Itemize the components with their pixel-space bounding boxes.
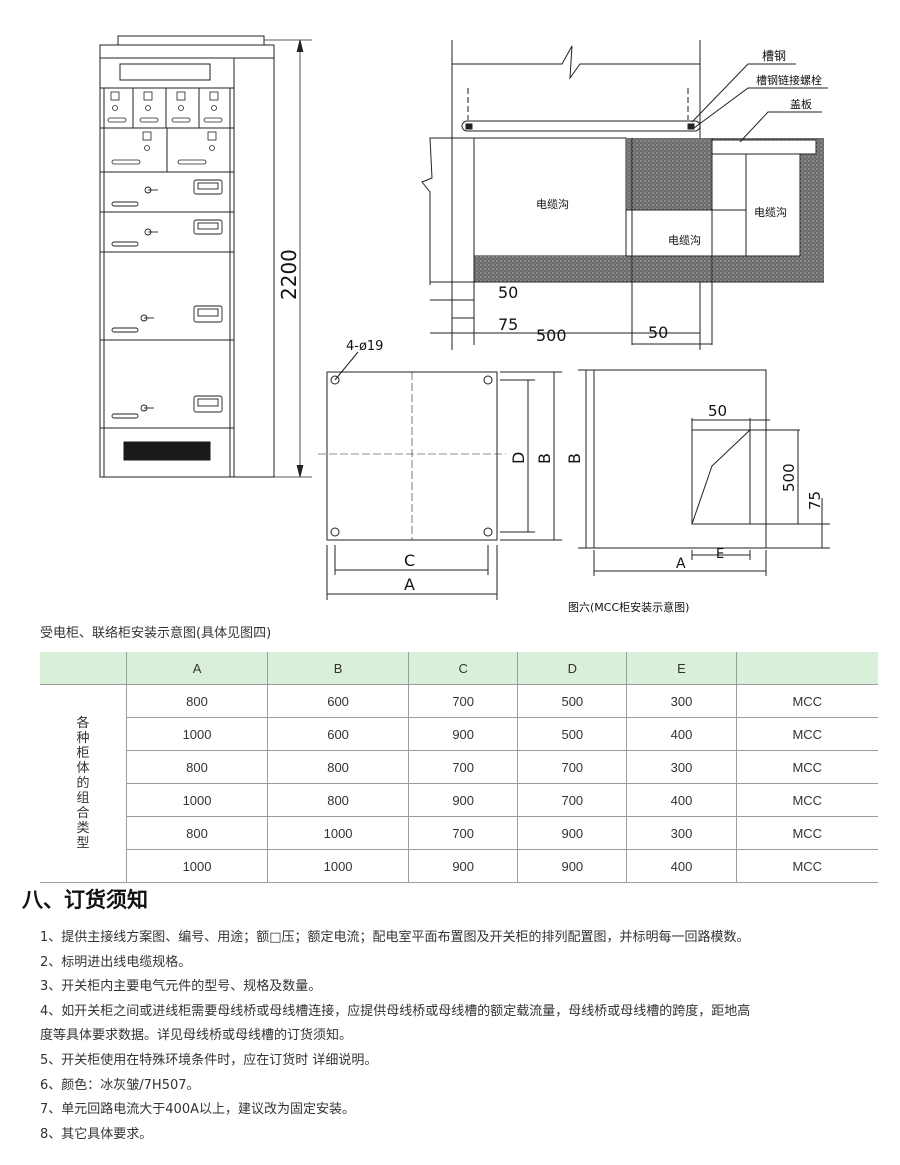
table-cell: 800 [267,750,409,784]
table-cell: 700 [408,684,518,718]
table-row: 1000 800 900 700 400 MCC [40,783,878,817]
dim-50-b: 50 [648,323,668,342]
figure-caption: 图六(MCC柜安装示意图) [568,600,689,614]
table-cell: 1000 [125,717,268,751]
list-item: 2、标明进出线电缆规格。 [40,954,192,970]
cable-trench-label-1: 电缆沟 [536,198,569,211]
list-item: 6、颜色：冰灰皱/7H507。 [40,1077,200,1093]
meter-icon [107,91,223,165]
table-cell: 700 [517,750,627,784]
list-item: 3、开关柜内主要电气元件的型号、规格及数量。 [40,979,322,995]
dim-500-a: 500 [536,326,567,345]
table-cell: 900 [517,816,627,850]
table-header-cell: D [517,652,627,685]
dim-75-b: 75 [806,491,824,510]
table-cell: MCC [735,816,878,850]
table-cell: 400 [626,849,737,883]
table-header-cell [40,652,127,685]
table-row: 1000 600 900 500 400 MCC [40,717,878,751]
table-cell: MCC [735,783,878,817]
figure-caption-main: 受电柜、联络柜安装示意图(具体见图四) [40,626,272,641]
cabinet-combination-table: A B C D E 各种柜体的组合类型 800 600 700 500 300 … [40,652,878,883]
table-cell: 900 [408,783,518,817]
list-item: 5、开关柜使用在特殊环境条件时，应在订货时 详细说明。 [40,1052,378,1068]
table-cell: 800 [125,684,268,718]
table-cell: MCC [735,849,878,883]
table-cell: 900 [517,849,627,883]
table-header-cell: E [626,652,737,685]
dim-E-label: E [716,547,724,562]
table-cell: 300 [626,750,737,784]
dim-A-label-2: A [676,556,686,572]
list-item: 4、如开关柜之间或进线柜需要母线桥或母线槽连接，应提供母线桥或母线槽的额定载流量… [40,1003,751,1019]
list-item: 8、其它具体要求。 [40,1126,153,1142]
height-dimension [264,39,312,478]
list-item: 7、单元回路电流大于400A以上，建议改为固定安装。 [40,1102,355,1118]
dim-B-label: B [535,453,554,464]
table-cell: 900 [408,717,518,751]
list-item: 度等具体要求数据。详见母线桥或母线槽的订货须知。 [40,1028,353,1044]
mcc-install-view [578,369,830,576]
table-header-cell [735,652,878,685]
list-item: 1、提供主接线方案图、编号、用途；额□压；额定电流；配电室平面布置图及开关柜的排… [40,930,750,945]
dim-B-label-2: B [565,453,584,464]
cabinet-front-view [99,35,275,478]
table-cell: 700 [408,816,518,850]
table-header-cell: A [125,652,268,685]
dim-500-b: 500 [780,463,798,492]
table-cell: 1000 [267,849,409,883]
table-header-cell: B [267,652,409,685]
dim-75-a: 75 [498,315,518,334]
drawer-controls-icon [111,179,223,419]
table-row: 各种柜体的组合类型 800 600 700 500 300 MCC [40,684,878,883]
dim-50-c: 50 [708,402,727,420]
section-title: 八、订货须知 [22,888,148,912]
table-cell: 600 [267,684,409,718]
table-cell: MCC [735,684,878,718]
table-header-cell: C [408,652,518,685]
table-cell: MCC [735,717,878,751]
table-cell: 700 [517,783,627,817]
table-cell: 500 [517,684,627,718]
table-cell: 600 [267,717,409,751]
table-row: 800 1000 700 900 300 MCC [40,816,878,850]
cable-trench-section [421,40,828,350]
table-cell: 400 [626,717,737,751]
table-cell: 700 [408,750,518,784]
channel-bolt-label: 槽钢链接螺栓 [756,73,822,87]
table-cell: 300 [626,684,737,718]
ordering-notes: 1、提供主接线方案图、编号、用途；额□压；额定电流；配电室平面布置图及开关柜的排… [40,926,890,1147]
table-cell: 800 [267,783,409,817]
table-cell: 500 [517,717,627,751]
table-row: 1000 1000 900 900 400 MCC [40,849,878,883]
dim-C-label: C [404,551,415,570]
cable-trench-label-2: 电缆沟 [668,234,701,247]
row-group-text: 各种柜体的组合类型 [76,716,90,851]
table-cell: 900 [408,849,518,883]
table-row: 800 800 700 700 300 MCC [40,750,878,784]
row-group-label: 各种柜体的组合类型 [40,684,127,883]
table-header-row: A B C D E [40,652,878,685]
holes-label: 4-ø19 [346,339,383,354]
table-cell: 800 [125,750,268,784]
table-cell: 1000 [267,816,409,850]
table-cell: 1000 [125,849,268,883]
cover-plate-label: 盖板 [790,97,812,111]
cabinet-height-label: 2200 [277,249,301,300]
channel-steel-label: 槽钢 [762,49,786,63]
table-cell: 300 [626,816,737,850]
table-cell: MCC [735,750,878,784]
table-cell: 800 [125,816,268,850]
table-cell: 1000 [125,783,268,817]
installation-drawing: 2200 槽钢 槽钢链接螺栓 [99,35,830,614]
dim-A-label: A [404,575,415,594]
dim-D-label: D [509,452,528,464]
table-cell: 400 [626,783,737,817]
cable-trench-label-3: 电缆沟 [754,206,787,219]
dim-50-a: 50 [498,283,518,302]
base-plan-view [318,351,562,600]
